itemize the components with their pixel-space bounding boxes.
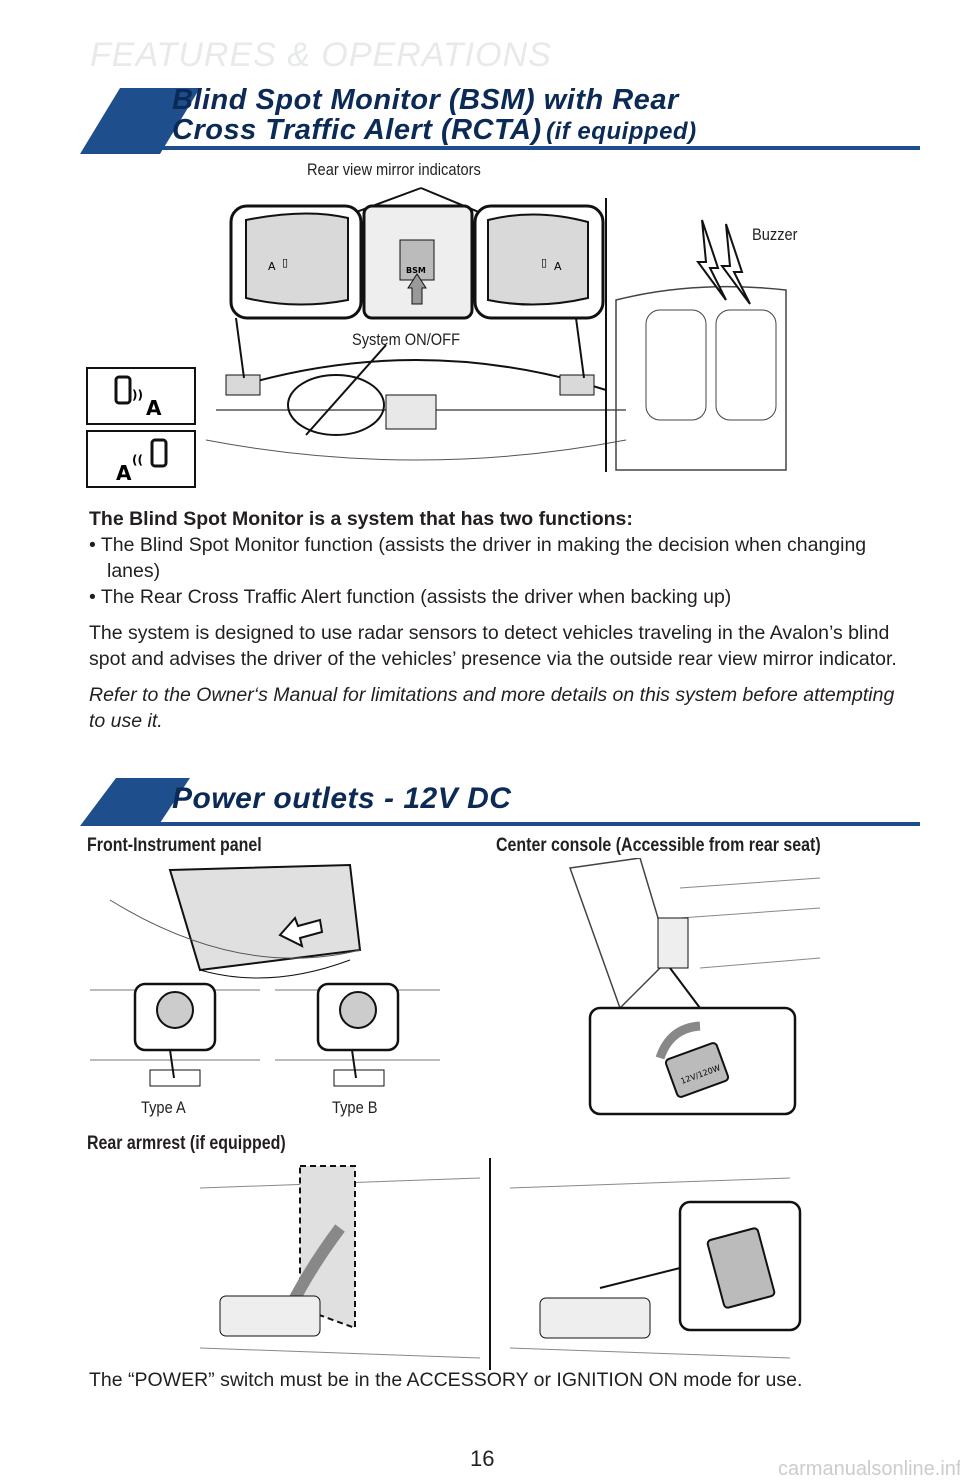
power-title-block: Power outlets - 12V DC [80, 778, 920, 828]
right-indicator-box: A (( [86, 430, 196, 488]
bsm-paragraph: The system is designed to use radar sens… [89, 622, 897, 670]
bsm-intro: The Blind Spot Monitor is a system that … [89, 508, 633, 530]
power-title: Power outlets - 12V DC [172, 782, 512, 815]
bsm-bullet-2: • The Rear Cross Traffic Alert function … [89, 586, 732, 608]
system-onoff-label: System ON/OFF [352, 330, 461, 349]
svg-text:▯: ▯ [541, 256, 547, 269]
title-rule [150, 822, 920, 826]
mirror-indicator-icon: )) A [114, 375, 162, 420]
svg-text:▯: ▯ [282, 256, 288, 269]
rear-armrest-label: Rear armrest (if equipped) [87, 1133, 286, 1154]
title-rule [160, 146, 920, 150]
svg-text:A: A [146, 396, 162, 420]
page-number: 16 [470, 1446, 495, 1471]
left-indicator-box: )) A [86, 367, 196, 425]
bsm-button-text: BSM [406, 266, 426, 275]
center-console-illustration: 12V/120W [568, 858, 821, 1116]
power-footer-note: The “POWER” switch must be in the ACCESS… [89, 1369, 803, 1391]
type-b-label: Type B [332, 1098, 378, 1117]
title-tab-shape [80, 88, 200, 154]
bsm-note: Refer to the Owner‘s Manual for limitati… [89, 684, 895, 732]
svg-text:A: A [268, 260, 276, 273]
bsm-title-line2: Cross Traffic Alert (RCTA) [172, 114, 542, 146]
svg-text:A: A [554, 260, 562, 273]
mirror-indicators-label: Rear view mirror indicators [307, 160, 481, 179]
buzzer-label: Buzzer [752, 225, 798, 244]
mirror-indicator-icon: A (( [116, 438, 168, 485]
bsm-title-block: Blind Spot Monitor (BSM) with Rear Cross… [80, 84, 920, 154]
bsm-body: The Blind Spot Monitor is a system that … [89, 506, 909, 734]
title-tab-shape [80, 778, 190, 826]
svg-text:)): )) [132, 388, 143, 402]
bsm-bullet-1: • The Blind Spot Monitor function (assis… [89, 534, 867, 582]
front-panel-illustration [90, 863, 440, 1087]
section-header: FEATURES & OPERATIONS [90, 36, 552, 74]
watermark: carmanualsonline.info [778, 1458, 960, 1480]
bsm-title-suffix: (if equipped) [546, 118, 697, 145]
center-console-label: Center console (Accessible from rear sea… [496, 835, 821, 856]
bsm-title-line1: Blind Spot Monitor (BSM) with Rear [172, 84, 679, 116]
front-panel-label: Front-Instrument panel [87, 835, 262, 856]
svg-text:A: A [116, 461, 132, 485]
rear-armrest-illustration [199, 1158, 802, 1370]
svg-text:((: (( [132, 453, 143, 467]
bsm-dashboard-illustration: A ▯ BSM ▯ A [205, 187, 787, 472]
type-a-label: Type A [141, 1098, 186, 1117]
